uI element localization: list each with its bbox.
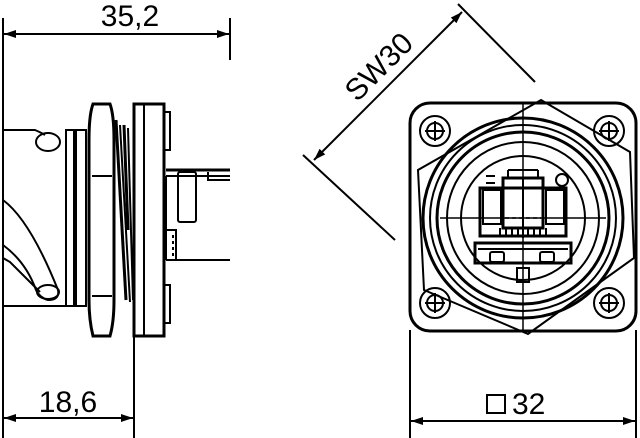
mounting-hole-tr: [593, 115, 625, 147]
hex-nut-front: [416, 98, 636, 336]
dimension-flange-size: 32: [512, 388, 545, 421]
rear-body: [2, 129, 87, 307]
flange-plate: [132, 102, 171, 338]
dimension-overall-length: 35,2: [101, 0, 159, 33]
rj45-insert: [165, 168, 230, 261]
mounting-hole-br: [593, 287, 625, 319]
side-view: 35,2 18,6: [2, 0, 231, 438]
mounting-hole-bl: [419, 287, 451, 319]
rj45-socket-front: [473, 169, 573, 283]
square-symbol-icon: [486, 394, 506, 414]
dimension-front-depth: 18,6: [39, 386, 97, 419]
extension-line-sw-top: [457, 3, 536, 83]
extension-line-sw-bottom: [302, 154, 396, 241]
mounting-hole-tl: [419, 115, 451, 147]
thread-washer: [114, 119, 134, 303]
dimension-line-sw: [313, 11, 463, 161]
hex-nut: [87, 102, 116, 338]
mounting-holes: [419, 115, 625, 319]
front-view: SW30 32: [302, 3, 638, 438]
rj45-pins: [499, 228, 547, 236]
